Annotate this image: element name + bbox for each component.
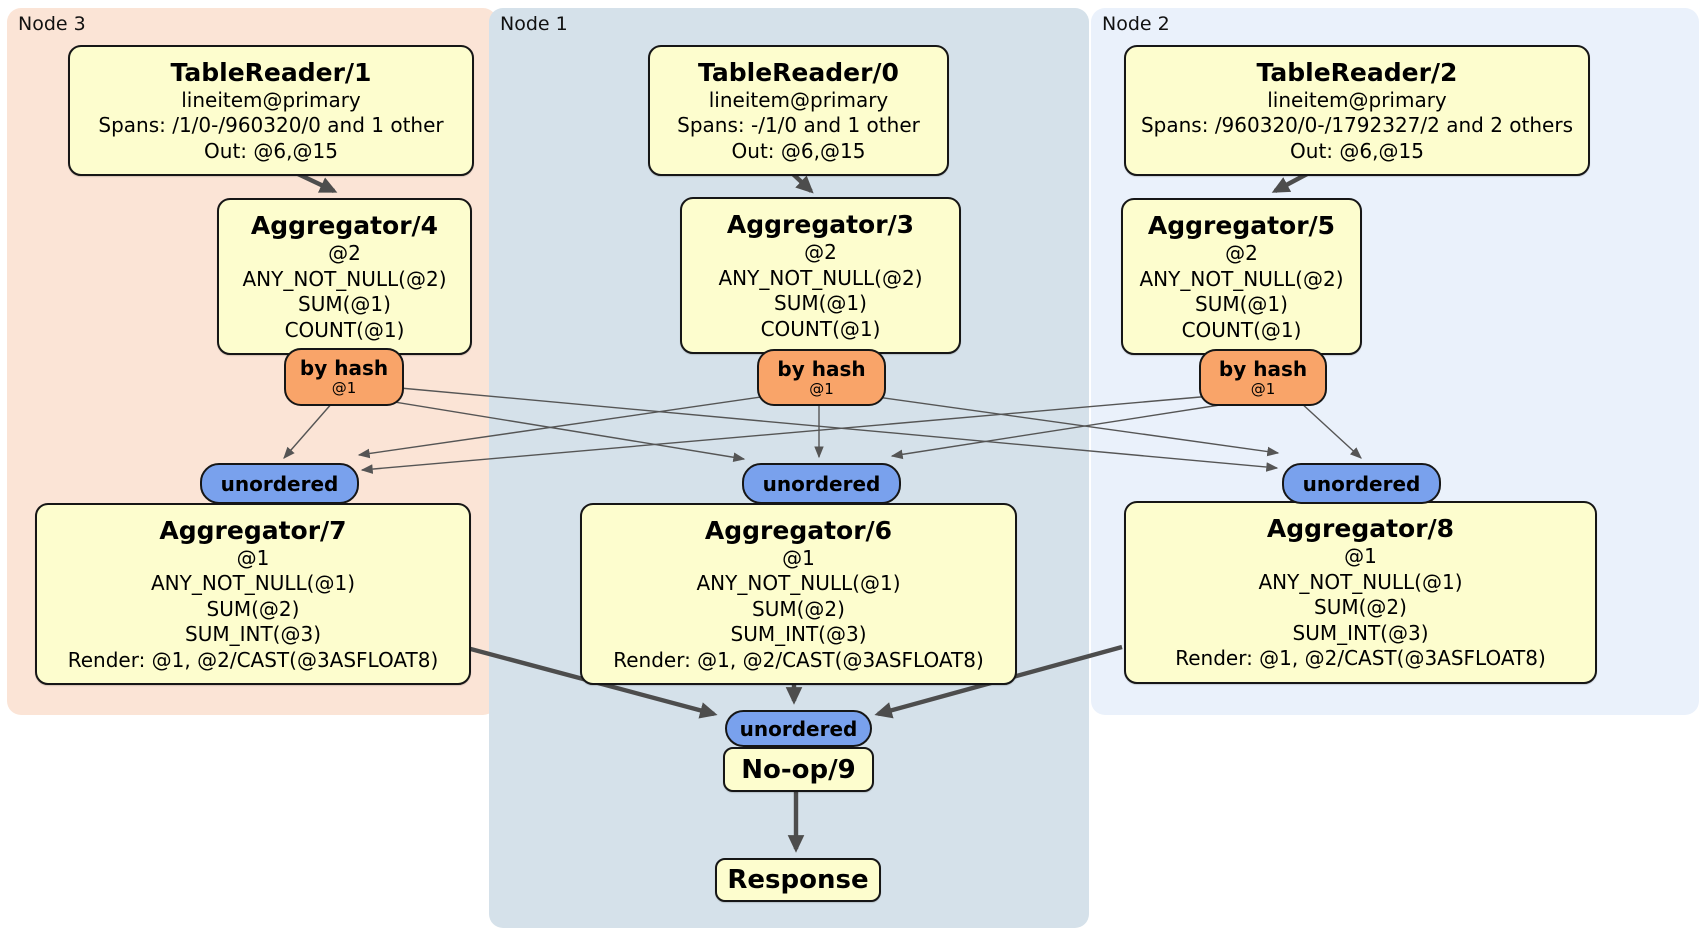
aggregator5-box: Aggregator/5 @2 ANY_NOT_NULL(@2) SUM(@1)… bbox=[1121, 198, 1362, 355]
router3-label: by hash bbox=[777, 356, 866, 381]
aggregator5-fn2: SUM(@1) bbox=[1195, 292, 1288, 316]
aggregator7-fn3: SUM_INT(@3) bbox=[185, 622, 321, 647]
tablereader1-index: lineitem@primary bbox=[181, 87, 361, 112]
aggregator7-box: Aggregator/7 @1 ANY_NOT_NULL(@1) SUM(@2)… bbox=[35, 503, 471, 685]
router5-label: by hash bbox=[1218, 356, 1308, 381]
tablereader2-spans: Spans: /960320/0-/1792327/2 and 2 others bbox=[1140, 113, 1573, 138]
tablereader1-out: Out: @6,@15 bbox=[204, 138, 338, 163]
router3-by-hash: by hash @1 bbox=[757, 349, 886, 406]
tablereader0-out: Out: @6,@15 bbox=[731, 138, 866, 163]
aggregator4-box: Aggregator/4 @2 ANY_NOT_NULL(@2) SUM(@1)… bbox=[217, 198, 472, 355]
aggregator5-title: Aggregator/5 bbox=[1147, 211, 1336, 240]
edge-r3-s8 bbox=[869, 395, 1280, 457]
router4-by-hash: by hash @1 bbox=[284, 348, 404, 406]
aggregator6-title: Aggregator/6 bbox=[704, 515, 893, 545]
aggregator8-group: @1 bbox=[1344, 544, 1377, 569]
sync-unordered-final: unordered bbox=[725, 710, 872, 747]
node2-label: Node 2 bbox=[1102, 13, 1170, 35]
aggregator3-group: @2 bbox=[804, 240, 837, 264]
aggregator6-group: @1 bbox=[782, 545, 815, 570]
edge-r3-s7 bbox=[357, 395, 769, 459]
aggregator3-title: Aggregator/3 bbox=[726, 210, 915, 239]
edge-r4-s6 bbox=[369, 397, 746, 463]
noop-box: No-op/9 bbox=[723, 747, 874, 792]
aggregator8-render: Render: @1, @2/CAST(@3ASFLOAT8) bbox=[1175, 646, 1546, 671]
aggregator3-fn2: SUM(@1) bbox=[774, 291, 867, 315]
aggregator4-fn3: COUNT(@1) bbox=[284, 317, 405, 342]
router4-key: @1 bbox=[331, 379, 357, 397]
aggregator4-fn1: ANY_NOT_NULL(@2) bbox=[242, 266, 447, 291]
aggregator5-fn3: COUNT(@1) bbox=[1181, 317, 1302, 342]
noop-title: No-op/9 bbox=[741, 754, 856, 785]
aggregator8-fn3: SUM_INT(@3) bbox=[1292, 620, 1429, 645]
tablereader0-index: lineitem@primary bbox=[708, 87, 889, 112]
router5-key: @1 bbox=[1250, 379, 1276, 398]
aggregator6-box: Aggregator/6 @1 ANY_NOT_NULL(@1) SUM(@2)… bbox=[580, 503, 1017, 685]
aggregator8-box: Aggregator/8 @1 ANY_NOT_NULL(@1) SUM(@2)… bbox=[1124, 501, 1597, 684]
aggregator8-title: Aggregator/8 bbox=[1266, 514, 1455, 544]
aggregator8-fn2: SUM(@2) bbox=[1314, 595, 1407, 620]
tablereader0-box: TableReader/0 lineitem@primary Spans: -/… bbox=[648, 45, 949, 176]
tablereader1-title: TableReader/1 bbox=[170, 57, 372, 87]
edge-r4-s7 bbox=[283, 401, 334, 459]
edge-tr2-agg5 bbox=[1271, 172, 1309, 193]
aggregator6-render: Render: @1, @2/CAST(@3ASFLOAT8) bbox=[613, 647, 984, 672]
router3-key: @1 bbox=[809, 379, 834, 398]
router5-by-hash: by hash @1 bbox=[1199, 349, 1327, 406]
response-title: Response bbox=[727, 865, 869, 895]
router-to-sync-edges bbox=[283, 387, 1362, 474]
router4-label: by hash bbox=[299, 356, 389, 380]
aggregator4-fn2: SUM(@1) bbox=[298, 292, 391, 316]
aggregator5-fn1: ANY_NOT_NULL(@2) bbox=[1139, 266, 1344, 291]
aggregator4-title: Aggregator/4 bbox=[250, 211, 439, 240]
aggregator6-fn3: SUM_INT(@3) bbox=[730, 622, 867, 647]
edge-tr1-agg4 bbox=[297, 172, 338, 193]
edge-r5-s8 bbox=[1299, 401, 1362, 459]
aggregator5-group: @2 bbox=[1225, 241, 1258, 265]
edge-r5-s7 bbox=[360, 395, 1213, 474]
aggregator3-box: Aggregator/3 @2 ANY_NOT_NULL(@2) SUM(@1)… bbox=[680, 197, 961, 354]
aggregator6-fn1: ANY_NOT_NULL(@1) bbox=[696, 571, 901, 596]
aggregator3-fn3: COUNT(@1) bbox=[760, 316, 881, 341]
tablereader2-box: TableReader/2 lineitem@primary Spans: /9… bbox=[1124, 45, 1590, 176]
sync-unordered-right: unordered bbox=[1282, 463, 1441, 504]
aggregator3-fn1: ANY_NOT_NULL(@2) bbox=[718, 265, 923, 290]
aggregator7-group: @1 bbox=[236, 545, 270, 570]
tablereader2-index: lineitem@primary bbox=[1267, 87, 1447, 112]
aggregator6-fn2: SUM(@2) bbox=[752, 596, 845, 621]
response-box: Response bbox=[715, 858, 881, 902]
tablereader1-spans: Spans: /1/0-/960320/0 and 1 other bbox=[98, 113, 444, 138]
aggregator7-render: Render: @1, @2/CAST(@3ASFLOAT8) bbox=[67, 647, 439, 672]
aggregator7-fn2: SUM(@2) bbox=[206, 596, 300, 621]
aggregator7-title: Aggregator/7 bbox=[159, 515, 347, 545]
edge-tr0-agg3 bbox=[791, 172, 814, 194]
aggregator4-group: @2 bbox=[328, 241, 361, 265]
edge-r5-s6 bbox=[890, 399, 1253, 460]
tablereader1-box: TableReader/1 lineitem@primary Spans: /1… bbox=[68, 45, 474, 176]
tablereader2-out: Out: @6,@15 bbox=[1290, 138, 1424, 163]
node1-label: Node 1 bbox=[500, 13, 568, 35]
sync-unordered-left: unordered bbox=[200, 463, 359, 504]
node3-label: Node 3 bbox=[18, 13, 86, 35]
tablereader2-title: TableReader/2 bbox=[1256, 57, 1458, 87]
aggregator8-fn1: ANY_NOT_NULL(@1) bbox=[1258, 569, 1463, 594]
tablereader0-spans: Spans: -/1/0 and 1 other bbox=[677, 113, 920, 138]
aggregator7-fn1: ANY_NOT_NULL(@1) bbox=[151, 571, 355, 596]
tablereader0-title: TableReader/0 bbox=[698, 57, 899, 87]
sync-unordered-middle: unordered bbox=[742, 463, 901, 504]
